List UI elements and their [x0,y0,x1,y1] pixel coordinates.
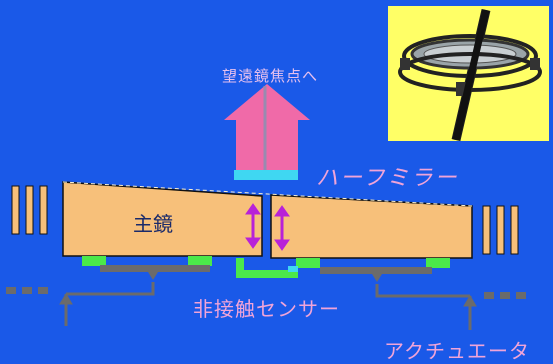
right-segment-3 [510,205,519,255]
support-beam-left [100,265,210,272]
lever-left [66,282,155,296]
actuator-arrow-right [463,295,477,330]
frame-dash-left-3 [38,287,48,294]
right-segment-2 [496,205,505,255]
support-beam-right [320,267,432,274]
support-pad-4 [426,258,450,268]
frame-dash-right-3 [516,292,526,299]
non-contact-sensor [236,258,298,278]
frame-dash-left-1 [6,287,16,294]
telescope-inset [388,6,549,142]
pivot-right [372,274,382,282]
mirror-surface-line [62,181,473,207]
frame-dash-right-1 [484,292,494,299]
left-segment-1 [11,185,20,235]
support-pad-1 [82,256,106,266]
primary-mirror-label: 主鏡 [133,212,173,236]
sensor-arrow-right [274,205,290,251]
frame-dash-right-2 [500,292,510,299]
main-mirror-left [62,181,263,257]
left-segment-3 [39,185,48,235]
non-contact-sensor-label: 非接触センサー [193,297,340,321]
light-beam-arrow [224,84,310,176]
half-mirror-label: ハーフミラー [316,166,459,191]
right-segment-1 [482,205,491,255]
sensor-tip [288,266,298,272]
half-mirror [234,170,298,180]
actuator-arrow-left [59,293,73,326]
lever-right [375,284,470,298]
support-pad-3 [296,258,320,268]
sensor-arrow-left [245,203,261,249]
left-segment-2 [25,185,34,235]
actuator-label: アクチュエータ [384,339,530,363]
frame-dash-left-2 [22,287,32,294]
pivot-left [148,272,158,280]
telescope-illustration [398,8,542,142]
telescope-focus-label: 望遠鏡焦点へ [222,67,319,85]
main-mirror-right [270,194,473,259]
support-pad-2 [188,256,212,266]
